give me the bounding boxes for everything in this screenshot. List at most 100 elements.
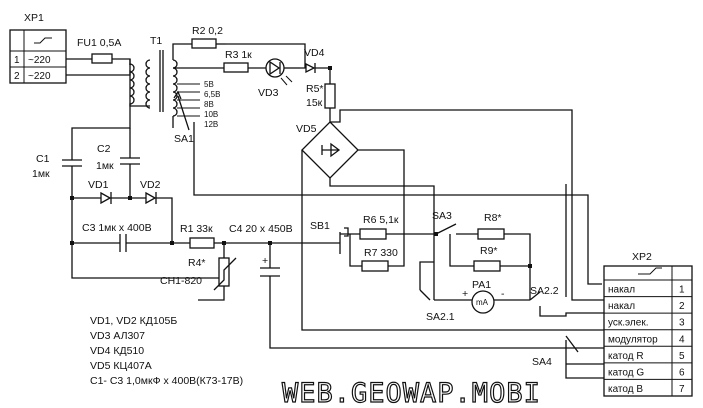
diode-vd2: [145, 191, 157, 205]
sa3-label: SA3: [432, 210, 452, 222]
diode-vd1: [100, 191, 112, 205]
filament-wire-1: [193, 122, 602, 285]
vd1-label: VD1: [88, 179, 109, 191]
r8-label: R8*: [484, 212, 502, 224]
r6-label: R6 5,1к: [363, 214, 399, 226]
r3-label: R3 1к: [225, 49, 252, 61]
resistor-r6: [359, 228, 387, 240]
parts-line-3: VD4 КД510: [90, 345, 144, 357]
resistor-r8: [477, 228, 505, 240]
secondary-circuit: R2 0,2 5В 6,5В 8В 10В 12В SA1: [172, 25, 602, 285]
resistor-r9: [473, 260, 501, 272]
transformer-primary-winding: [129, 63, 150, 107]
diode-vd4: [305, 62, 316, 74]
pa1-label: PA1: [472, 279, 491, 291]
vd2-label: VD2: [140, 179, 161, 191]
r1-label: R1 33к: [180, 223, 213, 235]
c1-value: 1мк: [32, 168, 50, 180]
xp2-pin-label: катод G: [608, 367, 644, 378]
xp2-pin-label: накал: [608, 285, 635, 296]
xp1-connector: XP1 1 ~220 2 ~220: [9, 12, 67, 84]
bridge-vd5: VD5: [296, 121, 604, 331]
c1-label: C1: [36, 153, 50, 165]
xp2-pin-number: 7: [679, 384, 685, 395]
resistor-r2: [191, 38, 217, 49]
c2-label: C2: [97, 143, 111, 155]
led-vd3: [265, 58, 285, 78]
xp2-pin-number: 2: [679, 301, 685, 312]
parts-line-5: C1- C3 1,0мкФ x 400В(К73-17В): [90, 375, 243, 387]
pa1-minus: -: [501, 288, 505, 300]
xp2-pin-label: накал: [608, 301, 635, 312]
vd3-label: VD3: [258, 87, 279, 99]
xp2-pin-label: катод B: [608, 384, 643, 395]
xp1-pin-1-label: ~220: [28, 55, 51, 66]
capacitor-c1: [62, 159, 82, 167]
switch-sa3: [435, 223, 457, 235]
plug-icon: [34, 37, 52, 44]
c2-value: 1мк: [96, 160, 114, 172]
r4-value: СН1-820: [160, 275, 202, 287]
vd4-label: VD4: [304, 47, 325, 59]
meter-pa1: [471, 290, 495, 314]
resistor-r1: [189, 237, 215, 249]
watermark: WEB.GEOWAP.MOBI: [282, 378, 541, 408]
filament-wire-2: [330, 109, 604, 301]
pa1-plus: +: [462, 288, 468, 300]
xp2-pin-number: 4: [679, 334, 685, 345]
r9-label: R9*: [480, 245, 498, 257]
xp2-pin-number: 6: [679, 367, 685, 378]
tap-4: 10В: [204, 110, 218, 119]
sa4-label: SA4: [532, 356, 552, 368]
xp2-pin-number: 5: [679, 351, 685, 362]
primary-circuit: FU1 0,5A T1: [66, 35, 164, 112]
bridge-wire-right: [358, 149, 405, 205]
r7-label: R7 330: [364, 247, 398, 259]
transformer-primary-coil: [145, 59, 151, 109]
r4-label: R4*: [188, 257, 206, 269]
capacitor-c2: [120, 157, 140, 165]
tap-1: 5В: [204, 80, 214, 89]
pa1-unit: mA: [476, 298, 489, 307]
sa1-label: SA1: [174, 133, 194, 145]
sa2-2-label: SA2.2: [530, 285, 559, 297]
socket-icon: [638, 267, 662, 275]
xp1-pin-2-label: ~220: [28, 71, 51, 82]
c4-plus: +: [262, 255, 268, 267]
capacitor-c4: [260, 267, 280, 277]
t1-label: T1: [150, 35, 162, 47]
xp2-pin-label: уск.элек.: [608, 318, 648, 329]
parts-line-2: VD3 АЛ307: [90, 330, 145, 342]
xp2-pin-number: 3: [679, 318, 685, 329]
selector-sa1: [177, 95, 190, 131]
xp2-pin-label: модулятор: [608, 334, 658, 345]
xp1-name: XP1: [24, 12, 44, 24]
tap-5: 12В: [204, 120, 218, 129]
xp1-pin-2-number: 2: [14, 71, 20, 82]
xp2-pin-number: 1: [679, 285, 685, 296]
tap-2: 6,5В: [204, 90, 220, 99]
r2-label: R2 0,2: [192, 25, 223, 37]
vd5-label: VD5: [296, 123, 317, 135]
resistor-r3: [223, 62, 249, 73]
parts-line-1: VD1, VD2 КД105Б: [90, 315, 177, 327]
switch-sa2-2: [529, 291, 541, 301]
capacitor-c3: [119, 234, 127, 252]
xp2-name: XP2: [632, 251, 652, 263]
xp2-wiring: SA4: [330, 109, 604, 379]
bridge-wire-left: [301, 150, 604, 331]
doubler-circuit: C1 1мк C2 1мк VD1 VD2 C3 1мк x 400В: [32, 59, 224, 279]
c4-label: C4 20 x 450В: [229, 223, 293, 235]
tap-3: 8В: [204, 100, 214, 109]
parts-line-4: VD5 КЦ407А: [90, 360, 152, 372]
r5-label: R5*: [306, 83, 324, 95]
xp1-pin-1-number: 1: [14, 55, 20, 66]
sb1-label: SB1: [310, 220, 330, 232]
resistor-r7: [361, 260, 389, 272]
xp2-connector: XP2 накал 1 накал 2 уск.элек. 3 модулятор 4 като…: [603, 251, 693, 397]
sa2-1-label: SA2.1: [426, 311, 455, 323]
cathode-bus: [269, 276, 604, 349]
